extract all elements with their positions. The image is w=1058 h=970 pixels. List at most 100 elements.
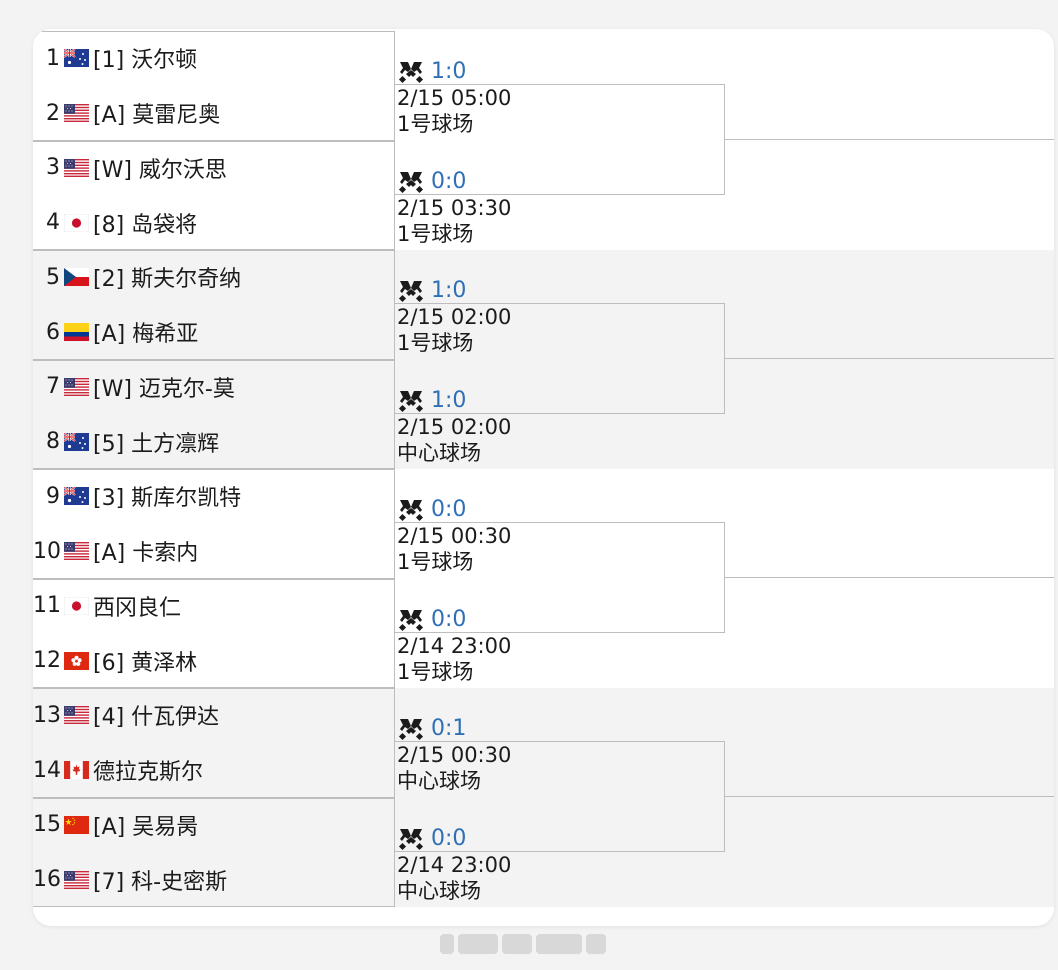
crossed-rackets-icon	[397, 170, 425, 194]
player-row[interactable]: 8 [5] 土方凛辉	[33, 414, 395, 469]
match-score: 0:0	[431, 825, 467, 851]
player-row[interactable]: 16 [7] 科-史密斯	[33, 852, 395, 907]
second-round-bracket	[395, 521, 725, 634]
player-row[interactable]: 5[2] 斯夫尔奇纳	[33, 250, 395, 305]
match-score: 0:0	[431, 168, 467, 194]
match-score-line: 1:0	[397, 388, 727, 414]
match-datetime: 2/15 02:00	[397, 414, 512, 439]
draw-position: 11	[33, 593, 61, 619]
player-name: [A] 卡索内	[93, 541, 199, 567]
player-name: [W] 威尔沃思	[93, 157, 227, 183]
match-court: 中心球场	[397, 440, 481, 465]
player-row[interactable]: 10 [A] 卡索内	[33, 524, 395, 579]
player-name: [A] 梅希亚	[93, 322, 199, 348]
player-name: 德拉克斯尔	[93, 760, 204, 786]
player-name: [W] 迈克尔-莫	[93, 376, 235, 402]
crossed-rackets-icon	[397, 60, 425, 84]
draw-position: 15	[33, 812, 61, 838]
match-score: 0:0	[431, 606, 467, 632]
player-name: [7] 科-史密斯	[93, 869, 228, 895]
crossed-rackets-icon	[397, 498, 425, 522]
first-round-pair	[33, 578, 395, 688]
player-row[interactable]: 9[3] 斯库尔凯特	[33, 469, 395, 524]
match-score: 1:0	[431, 387, 467, 413]
match-datetime: 2/14 23:00	[397, 633, 512, 658]
colombia-flag-icon	[64, 323, 89, 342]
draw-position: 10	[33, 538, 61, 564]
player-row[interactable]: 12[6] 黄泽林	[33, 633, 395, 688]
match-score: 1:0	[431, 59, 467, 84]
player-name: [4] 什瓦伊达	[93, 705, 220, 731]
draw-position: 6	[46, 319, 60, 345]
crossed-rackets-icon	[397, 279, 425, 303]
draw-position: 3	[46, 155, 60, 181]
match-datetime: 2/14 23:00	[397, 852, 512, 877]
player-row[interactable]: 13 [4] 什瓦伊达	[33, 688, 395, 743]
second-round-bracket	[395, 740, 725, 853]
australia-flag-icon	[64, 432, 89, 451]
bracket-connector	[725, 357, 1054, 359]
player-row[interactable]: 15 [A] 吴易昺	[33, 798, 395, 853]
draw-position: 14	[33, 757, 61, 783]
draw-position: 8	[46, 429, 60, 455]
match-score: 1:0	[431, 278, 467, 303]
usa-flag-icon	[64, 706, 89, 725]
first-round-pair	[33, 797, 395, 907]
hong-kong-flag-icon	[64, 651, 89, 670]
draw-position: 7	[46, 374, 60, 400]
match-court: 中心球场	[397, 769, 481, 793]
usa-flag-icon	[64, 870, 89, 889]
player-name: [3] 斯库尔凯特	[93, 486, 242, 512]
match-score-line: 1:0	[397, 278, 727, 304]
player-row[interactable]: 3 [W] 威尔沃思	[33, 141, 395, 196]
crossed-rackets-icon	[397, 389, 425, 413]
australia-flag-icon	[64, 487, 89, 506]
draw-position: 13	[33, 702, 61, 728]
match-score-line: 0:0	[397, 607, 727, 633]
player-name: [5] 土方凛辉	[93, 431, 220, 457]
player-row[interactable]: 6 [A] 梅希亚	[33, 305, 395, 360]
australia-flag-icon	[64, 49, 89, 68]
player-name: [1] 沃尔顿	[93, 48, 198, 74]
player-row[interactable]: 7 [W] 迈克尔-莫	[33, 360, 395, 415]
match-datetime: 2/15 05:00	[397, 86, 512, 110]
draw-position: 2	[46, 100, 60, 126]
first-round-pair	[33, 359, 395, 469]
watermark	[440, 931, 620, 957]
japan-flag-icon	[64, 213, 89, 232]
match-court: 1号球场	[397, 331, 474, 355]
player-row[interactable]: 2[A] 莫雷尼奥	[33, 86, 395, 141]
match-score-line: 0:0	[397, 826, 727, 852]
player-name: [A] 吴易昺	[93, 814, 199, 840]
player-row[interactable]: 1[1] 沃尔顿	[33, 31, 395, 86]
japan-flag-icon	[64, 596, 89, 615]
player-row[interactable]: 11 西冈良仁	[33, 579, 395, 634]
match-court: 1号球场	[397, 221, 474, 246]
player-row[interactable]: 14 德拉克斯尔	[33, 743, 395, 798]
match-score-line: 0:0	[397, 169, 727, 195]
player-row[interactable]: 4[8] 岛袋将	[33, 195, 395, 250]
second-round-bracket	[395, 302, 725, 415]
bracket-connector	[725, 138, 1054, 140]
china-flag-icon	[64, 815, 89, 834]
match-court: 1号球场	[397, 112, 474, 136]
first-round-pair	[33, 140, 395, 250]
draw-position: 16	[33, 867, 61, 893]
usa-flag-icon	[64, 377, 89, 396]
match-court: 中心球场	[397, 878, 481, 903]
match-score-line: 0:1	[397, 716, 727, 742]
match-court: 1号球场	[397, 659, 474, 684]
czech-flag-icon	[64, 268, 89, 287]
match-datetime: 2/15 00:30	[397, 743, 512, 767]
bracket-connector	[725, 576, 1054, 578]
player-name: 西冈良仁	[93, 595, 182, 621]
